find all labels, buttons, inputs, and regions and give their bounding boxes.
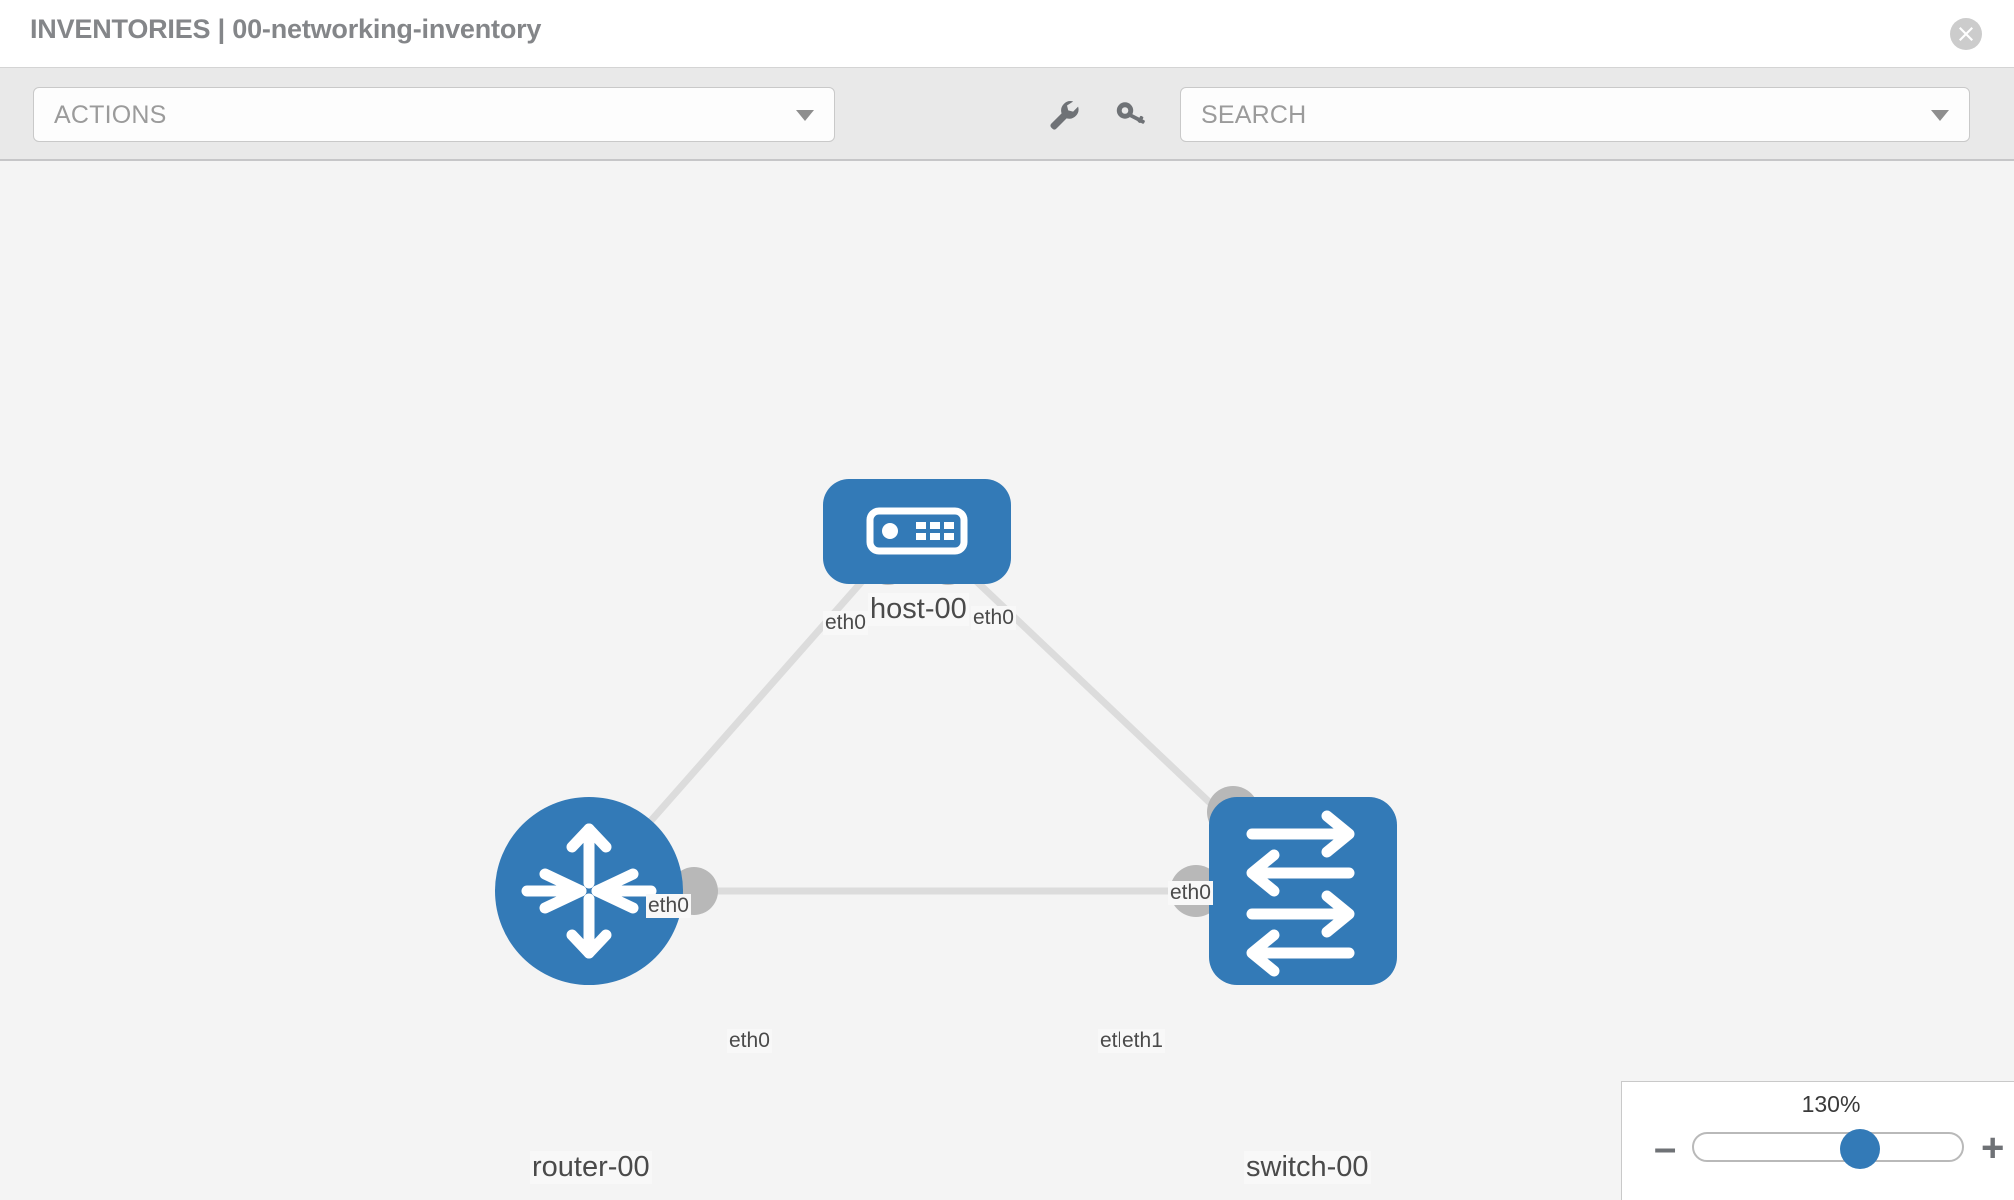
chevron-down-icon <box>796 110 814 121</box>
search-input[interactable]: SEARCH <box>1180 87 1970 142</box>
page-title: INVENTORIES | 00-networking-inventory <box>30 14 542 44</box>
actions-dropdown[interactable]: ACTIONS <box>33 87 835 142</box>
key-icon[interactable] <box>1110 94 1152 136</box>
edge-label-switch00-host00: eth0 <box>1168 881 1213 905</box>
edge-label-router00-eth0: eth0 <box>727 1029 772 1053</box>
edge-label-switch00-eth1: eth1 <box>1120 1029 1165 1053</box>
router-arrows-icon <box>521 823 657 959</box>
node-host-00[interactable] <box>823 479 1011 584</box>
zoom-slider-thumb[interactable] <box>1840 1129 1881 1169</box>
edge-label-router00-host00: eth0 <box>646 894 691 918</box>
chevron-down-icon <box>1931 110 1949 121</box>
page-header: INVENTORIES | 00-networking-inventory <box>0 0 2014 67</box>
wrench-icon[interactable] <box>1043 94 1085 136</box>
edge-label-host00-left: eth0 <box>823 611 868 635</box>
zoom-level-value: 130% <box>1801 1091 1861 1117</box>
node-label-host-00: host-00 <box>868 593 969 626</box>
node-label-switch-00: switch-00 <box>1244 1151 1371 1184</box>
server-icon <box>866 507 968 555</box>
toolbar: ACTIONS SEARCH <box>0 67 2014 161</box>
minus-icon[interactable]: – <box>1654 1126 1677 1170</box>
plus-icon[interactable]: + <box>1981 1126 2005 1170</box>
edge-label-host00-right: eth0 <box>971 606 1016 630</box>
node-label-router-00: router-00 <box>530 1151 652 1184</box>
close-icon[interactable] <box>1950 18 1982 50</box>
topology-canvas[interactable]: host-00 router-00 switch-00 eth0 eth0 et… <box>0 161 2014 1200</box>
switch-arrows-icon <box>1246 810 1355 977</box>
zoom-control-panel: 130% – + <box>1621 1081 2014 1200</box>
topology-graph <box>495 479 1397 985</box>
node-switch-00[interactable] <box>1209 797 1397 985</box>
zoom-slider-track[interactable] <box>1692 1129 1964 1169</box>
actions-dropdown-label: ACTIONS <box>54 101 167 129</box>
search-placeholder: SEARCH <box>1201 101 1307 129</box>
node-router-00[interactable] <box>495 797 683 985</box>
